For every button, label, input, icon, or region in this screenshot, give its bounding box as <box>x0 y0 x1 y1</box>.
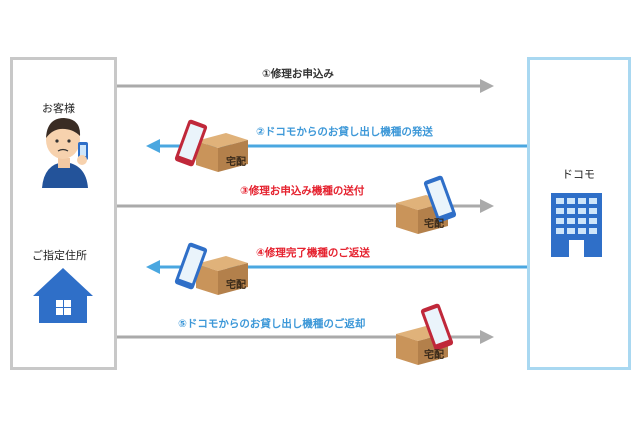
step-5-label: ⑤ドコモからのお貸し出し機種のご返却 <box>178 318 366 330</box>
package-phone-icon-step3 <box>396 175 457 234</box>
package-label-step5: 宅配 <box>424 348 444 361</box>
address-label: ご指定住所 <box>32 249 87 262</box>
package-phone-icon-step2 <box>174 119 248 172</box>
step-3-label: ③修理お申込み機種の送付 <box>240 185 365 197</box>
package-label-step2: 宅配 <box>226 155 246 168</box>
package-label-step4: 宅配 <box>226 278 246 291</box>
package-label-step3: 宅配 <box>424 217 444 230</box>
step-2-label: ②ドコモからのお貸し出し機種の発送 <box>256 126 433 138</box>
house-icon <box>33 268 93 323</box>
customer-person-icon <box>42 118 88 188</box>
step-1-label: ①修理お申込み <box>262 68 334 80</box>
building-icon <box>551 193 602 257</box>
package-phone-icon-step4 <box>174 242 248 295</box>
customer-label: お客様 <box>42 102 75 115</box>
docomo-panel <box>527 57 631 370</box>
package-phone-icon-step5 <box>396 303 454 365</box>
docomo-label: ドコモ <box>562 168 595 181</box>
step-4-label: ④修理完了機種のご返送 <box>256 247 370 259</box>
step-1-arrow <box>117 79 494 93</box>
customer-panel <box>10 57 117 370</box>
